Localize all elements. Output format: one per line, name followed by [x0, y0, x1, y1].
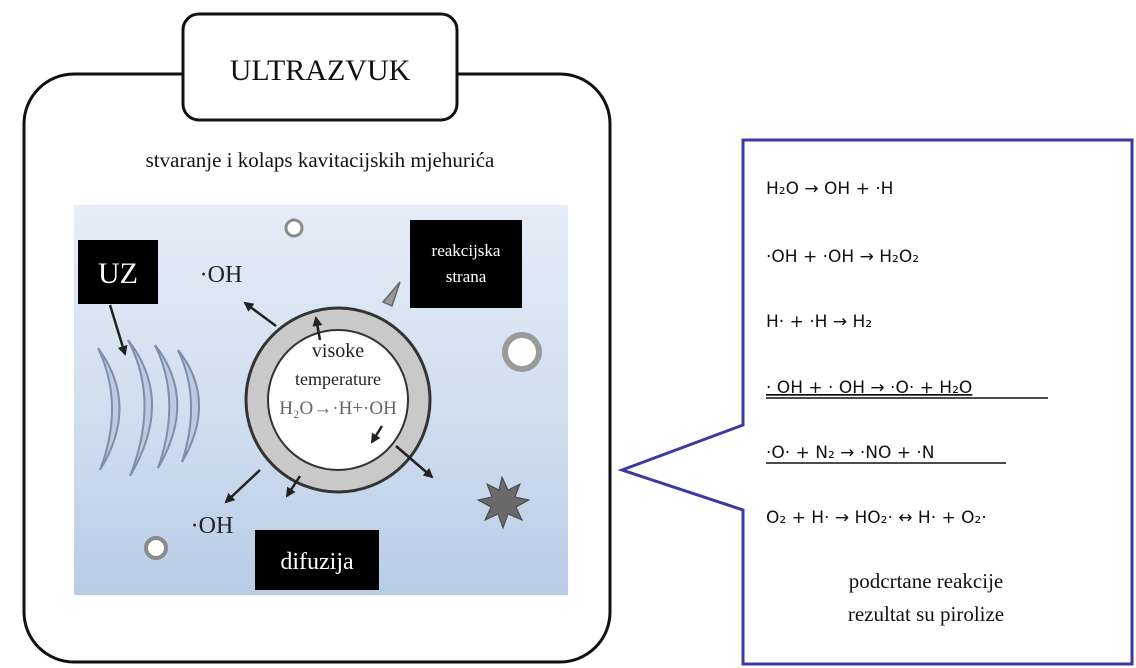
bubble-reaction-text: H₂O→·H+·OH	[279, 398, 397, 419]
uz-label-box	[78, 240, 158, 304]
title-text: ULTRAZVUK	[230, 54, 411, 87]
note-line2: rezultat su pirolize	[848, 602, 1004, 626]
uz-label: UZ	[98, 257, 138, 290]
note-line1: podcrtane reakcije	[849, 569, 1004, 593]
reaction-6: O₂ + H· → HO₂· ↔ H· + O₂·	[766, 508, 987, 528]
oh-top-label: ·OH	[200, 262, 243, 288]
diffusion-label: difuzija	[280, 549, 354, 575]
reaction-4: · OH + · OH → ·O· + H₂O	[766, 378, 972, 398]
diffusion-box	[255, 530, 379, 590]
oh-top-arrow	[243, 301, 277, 328]
callout-border	[617, 138, 1134, 666]
outward-arrow	[395, 445, 434, 479]
bubble-text-line1: visoke	[312, 340, 364, 362]
cavitation-illustration: UZ visoke temperature H₂O→·H+·OH ·OH ·OH…	[74, 205, 568, 595]
reaction-site-line1: reakcijska	[432, 241, 501, 260]
small-bubble-icon	[284, 218, 304, 238]
oh-bottom-arrow	[224, 469, 261, 504]
small-bubble-icon	[502, 332, 542, 372]
reaction-site-pointer	[381, 281, 401, 308]
bubble-text-line2: temperature	[295, 369, 381, 389]
reaction-site-line2: strana	[446, 267, 487, 286]
subtitle-text: stvaranje i kolaps kavitacijskih mjehuri…	[146, 148, 495, 172]
reaction-5: ·O· + N₂ → ·NO + ·N	[766, 443, 935, 463]
title-box	[181, 12, 459, 122]
uz-arrow	[108, 304, 128, 356]
inner-arrow	[285, 475, 302, 498]
reaction-1: H₂O → OH + ·H	[766, 179, 893, 199]
reaction-3: H· + ·H → H₂	[766, 312, 872, 332]
reaction-site-box	[410, 220, 522, 308]
inner-arrow	[312, 316, 323, 341]
small-bubble-icon	[144, 536, 168, 560]
inner-arrow	[370, 425, 384, 444]
oh-bottom-label: ·OH	[191, 513, 234, 539]
reactions-callout: H₂O → OH + ·H ·OH + ·OH → H₂O₂ H· + ·H →…	[617, 138, 1134, 666]
reaction-2: ·OH + ·OH → H₂O₂	[766, 247, 919, 267]
sound-wave-icon	[97, 339, 200, 477]
collapsed-bubble-icon	[476, 475, 531, 530]
